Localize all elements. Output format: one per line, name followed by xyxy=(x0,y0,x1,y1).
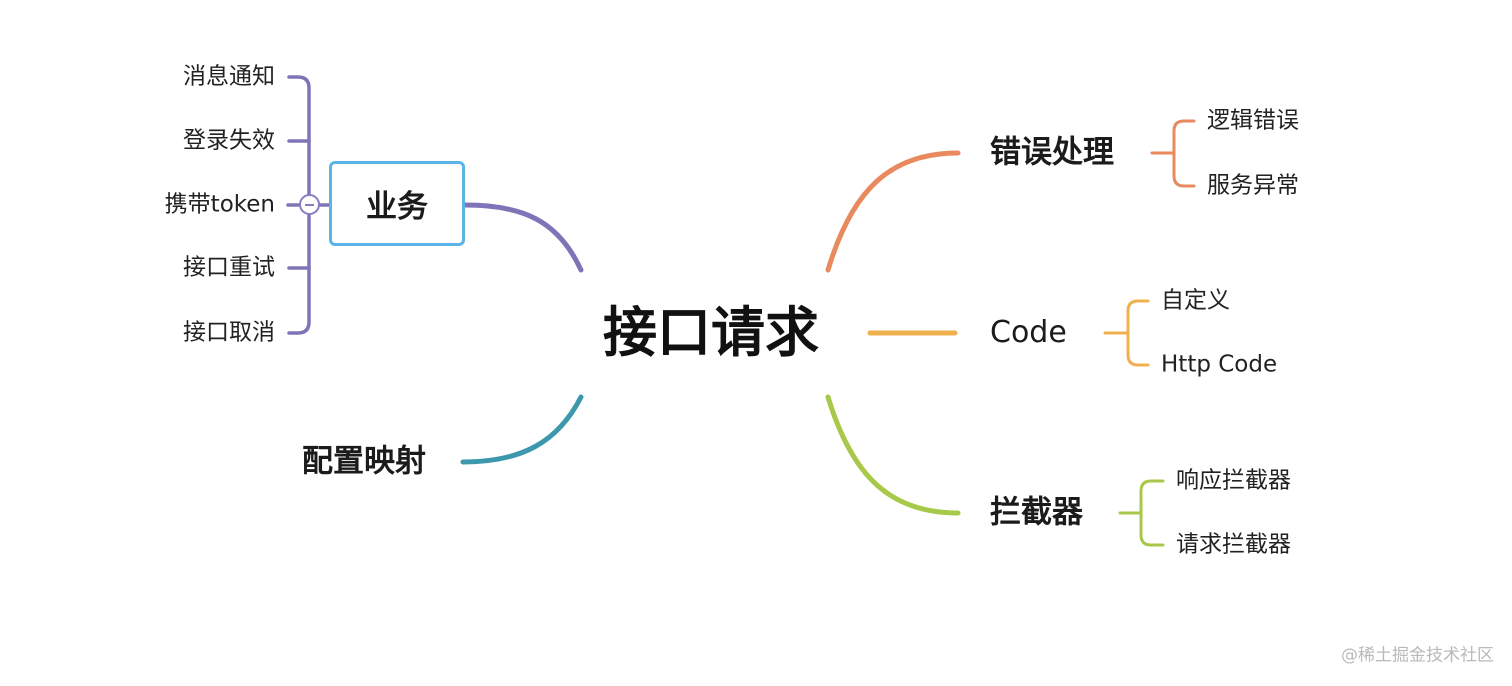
topic-yewu[interactable]: 业务 xyxy=(329,161,465,246)
root-node[interactable]: 接口请求 xyxy=(603,301,819,364)
subtopic-code-1[interactable]: 自定义 xyxy=(1161,287,1230,314)
bracket-code xyxy=(1103,299,1150,367)
edge-root-lanjie xyxy=(825,394,961,516)
topic-code[interactable]: Code xyxy=(990,315,1067,350)
subtopic-cuowu-1[interactable]: 逻辑错误 xyxy=(1207,107,1299,134)
bracket-lanjie xyxy=(1118,479,1165,547)
topic-yewu-label: 业务 xyxy=(366,189,428,225)
subtopic-cuowu-2[interactable]: 服务异常 xyxy=(1207,172,1299,199)
subtopic-lanjie-1[interactable]: 响应拦截器 xyxy=(1176,467,1291,494)
bracket-cuowu xyxy=(1150,119,1196,188)
topic-cuowu[interactable]: 错误处理 xyxy=(990,134,1114,171)
subtopic-yewu-5[interactable]: 接口取消 xyxy=(183,319,275,346)
edge-root-yewu xyxy=(462,202,584,273)
watermark: @稀土掘金技术社区 xyxy=(1341,645,1494,666)
topic-peizhi[interactable]: 配置映射 xyxy=(302,443,426,480)
subtopic-yewu-2[interactable]: 登录失效 xyxy=(183,127,275,154)
subtopic-yewu-4[interactable]: 接口重试 xyxy=(183,254,275,281)
subtopic-lanjie-2[interactable]: 请求拦截器 xyxy=(1176,531,1291,558)
edge-root-peizhi xyxy=(460,394,584,465)
edge-root-cuowu xyxy=(825,150,961,273)
topic-lanjie[interactable]: 拦截器 xyxy=(990,494,1083,531)
subtopic-yewu-1[interactable]: 消息通知 xyxy=(183,63,275,90)
subtopic-yewu-3[interactable]: 携带token xyxy=(164,191,275,218)
subtopic-code-2[interactable]: Http Code xyxy=(1161,351,1278,378)
collapse-minus-icon[interactable] xyxy=(299,194,320,215)
